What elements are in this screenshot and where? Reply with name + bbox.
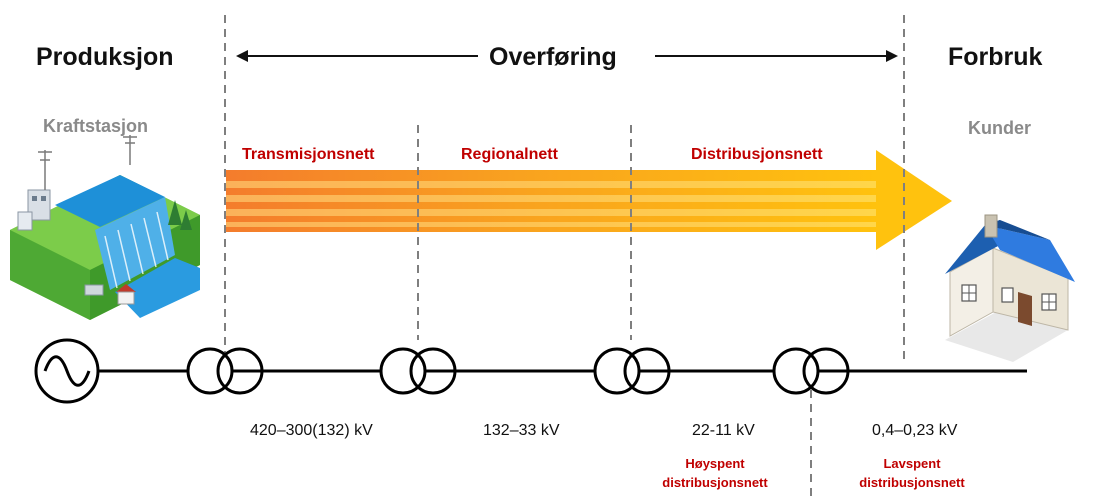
divider-lines (224, 15, 905, 500)
label-lavspent-line1: Lavspent (883, 456, 941, 471)
house-icon (945, 214, 1075, 362)
label-lavspent-line2: distribusjonsnett (859, 475, 965, 490)
hydro-power-station-icon (10, 135, 200, 320)
label-hoyspent: Høyspent distribusjonsnett (660, 454, 770, 492)
segment-label-distribusjonsnett: Distribusjonsnett (691, 146, 823, 163)
header-produksjon: Produksjon (36, 43, 174, 71)
overforing-arrow (236, 50, 898, 62)
label-lavspent: Lavspent distribusjonsnett (852, 454, 972, 492)
transformer-icon-1 (186, 347, 264, 395)
voltage-low: 0,4–0,23 kV (872, 422, 958, 439)
transformer-icon-2 (379, 347, 457, 395)
segment-label-transmisjonsnett: Transmisjonsnett (242, 146, 375, 163)
header-forbruk: Forbruk (948, 43, 1043, 71)
label-hoyspent-line2: distribusjonsnett (662, 475, 768, 490)
transmission-arrow (226, 150, 952, 250)
segment-label-regionalnett: Regionalnett (461, 146, 558, 163)
header-overforing: Overføring (489, 43, 617, 71)
label-hoyspent-line1: Høyspent (685, 456, 745, 471)
subheader-kraftstasjon: Kraftstasjon (43, 116, 149, 136)
voltage-distribution: 22-11 kV (692, 422, 755, 439)
ac-generator-icon (34, 338, 100, 404)
subheader-kunder: Kunder (968, 118, 1031, 138)
transformer-icon-4 (772, 347, 850, 395)
voltage-regional: 132–33 kV (483, 422, 560, 439)
voltage-transmission: 420–300(132) kV (250, 422, 373, 439)
transformer-icon-3 (593, 347, 671, 395)
